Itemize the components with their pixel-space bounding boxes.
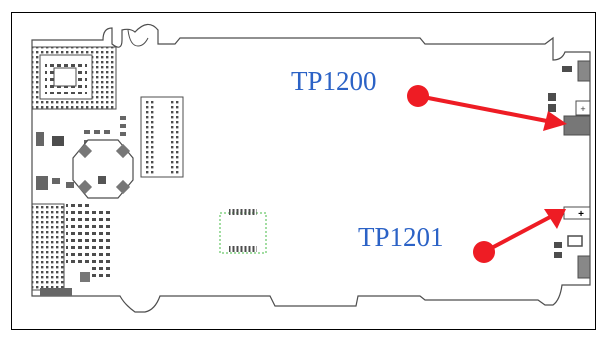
tp1200-label: TP1200 [291, 66, 377, 96]
tp1201-callout [473, 209, 566, 263]
notch-outline [127, 29, 149, 47]
bga-chip-bottom-left [31, 203, 110, 296]
octagon-ic [72, 139, 134, 199]
bga-chip-top-left [31, 46, 117, 110]
tp1200-callout [407, 85, 567, 131]
tp1201-label: TP1201 [358, 222, 444, 252]
right-edge-pads: + + [548, 60, 591, 279]
pad-mark-lower: + [578, 209, 584, 220]
vertical-connector [140, 96, 184, 178]
tp1201-marker-dot [473, 241, 495, 263]
tp1200-marker-dot [407, 85, 429, 107]
green-footprint [219, 209, 267, 254]
board-outline [31, 23, 591, 313]
pad-mark-upper: + [580, 104, 585, 114]
